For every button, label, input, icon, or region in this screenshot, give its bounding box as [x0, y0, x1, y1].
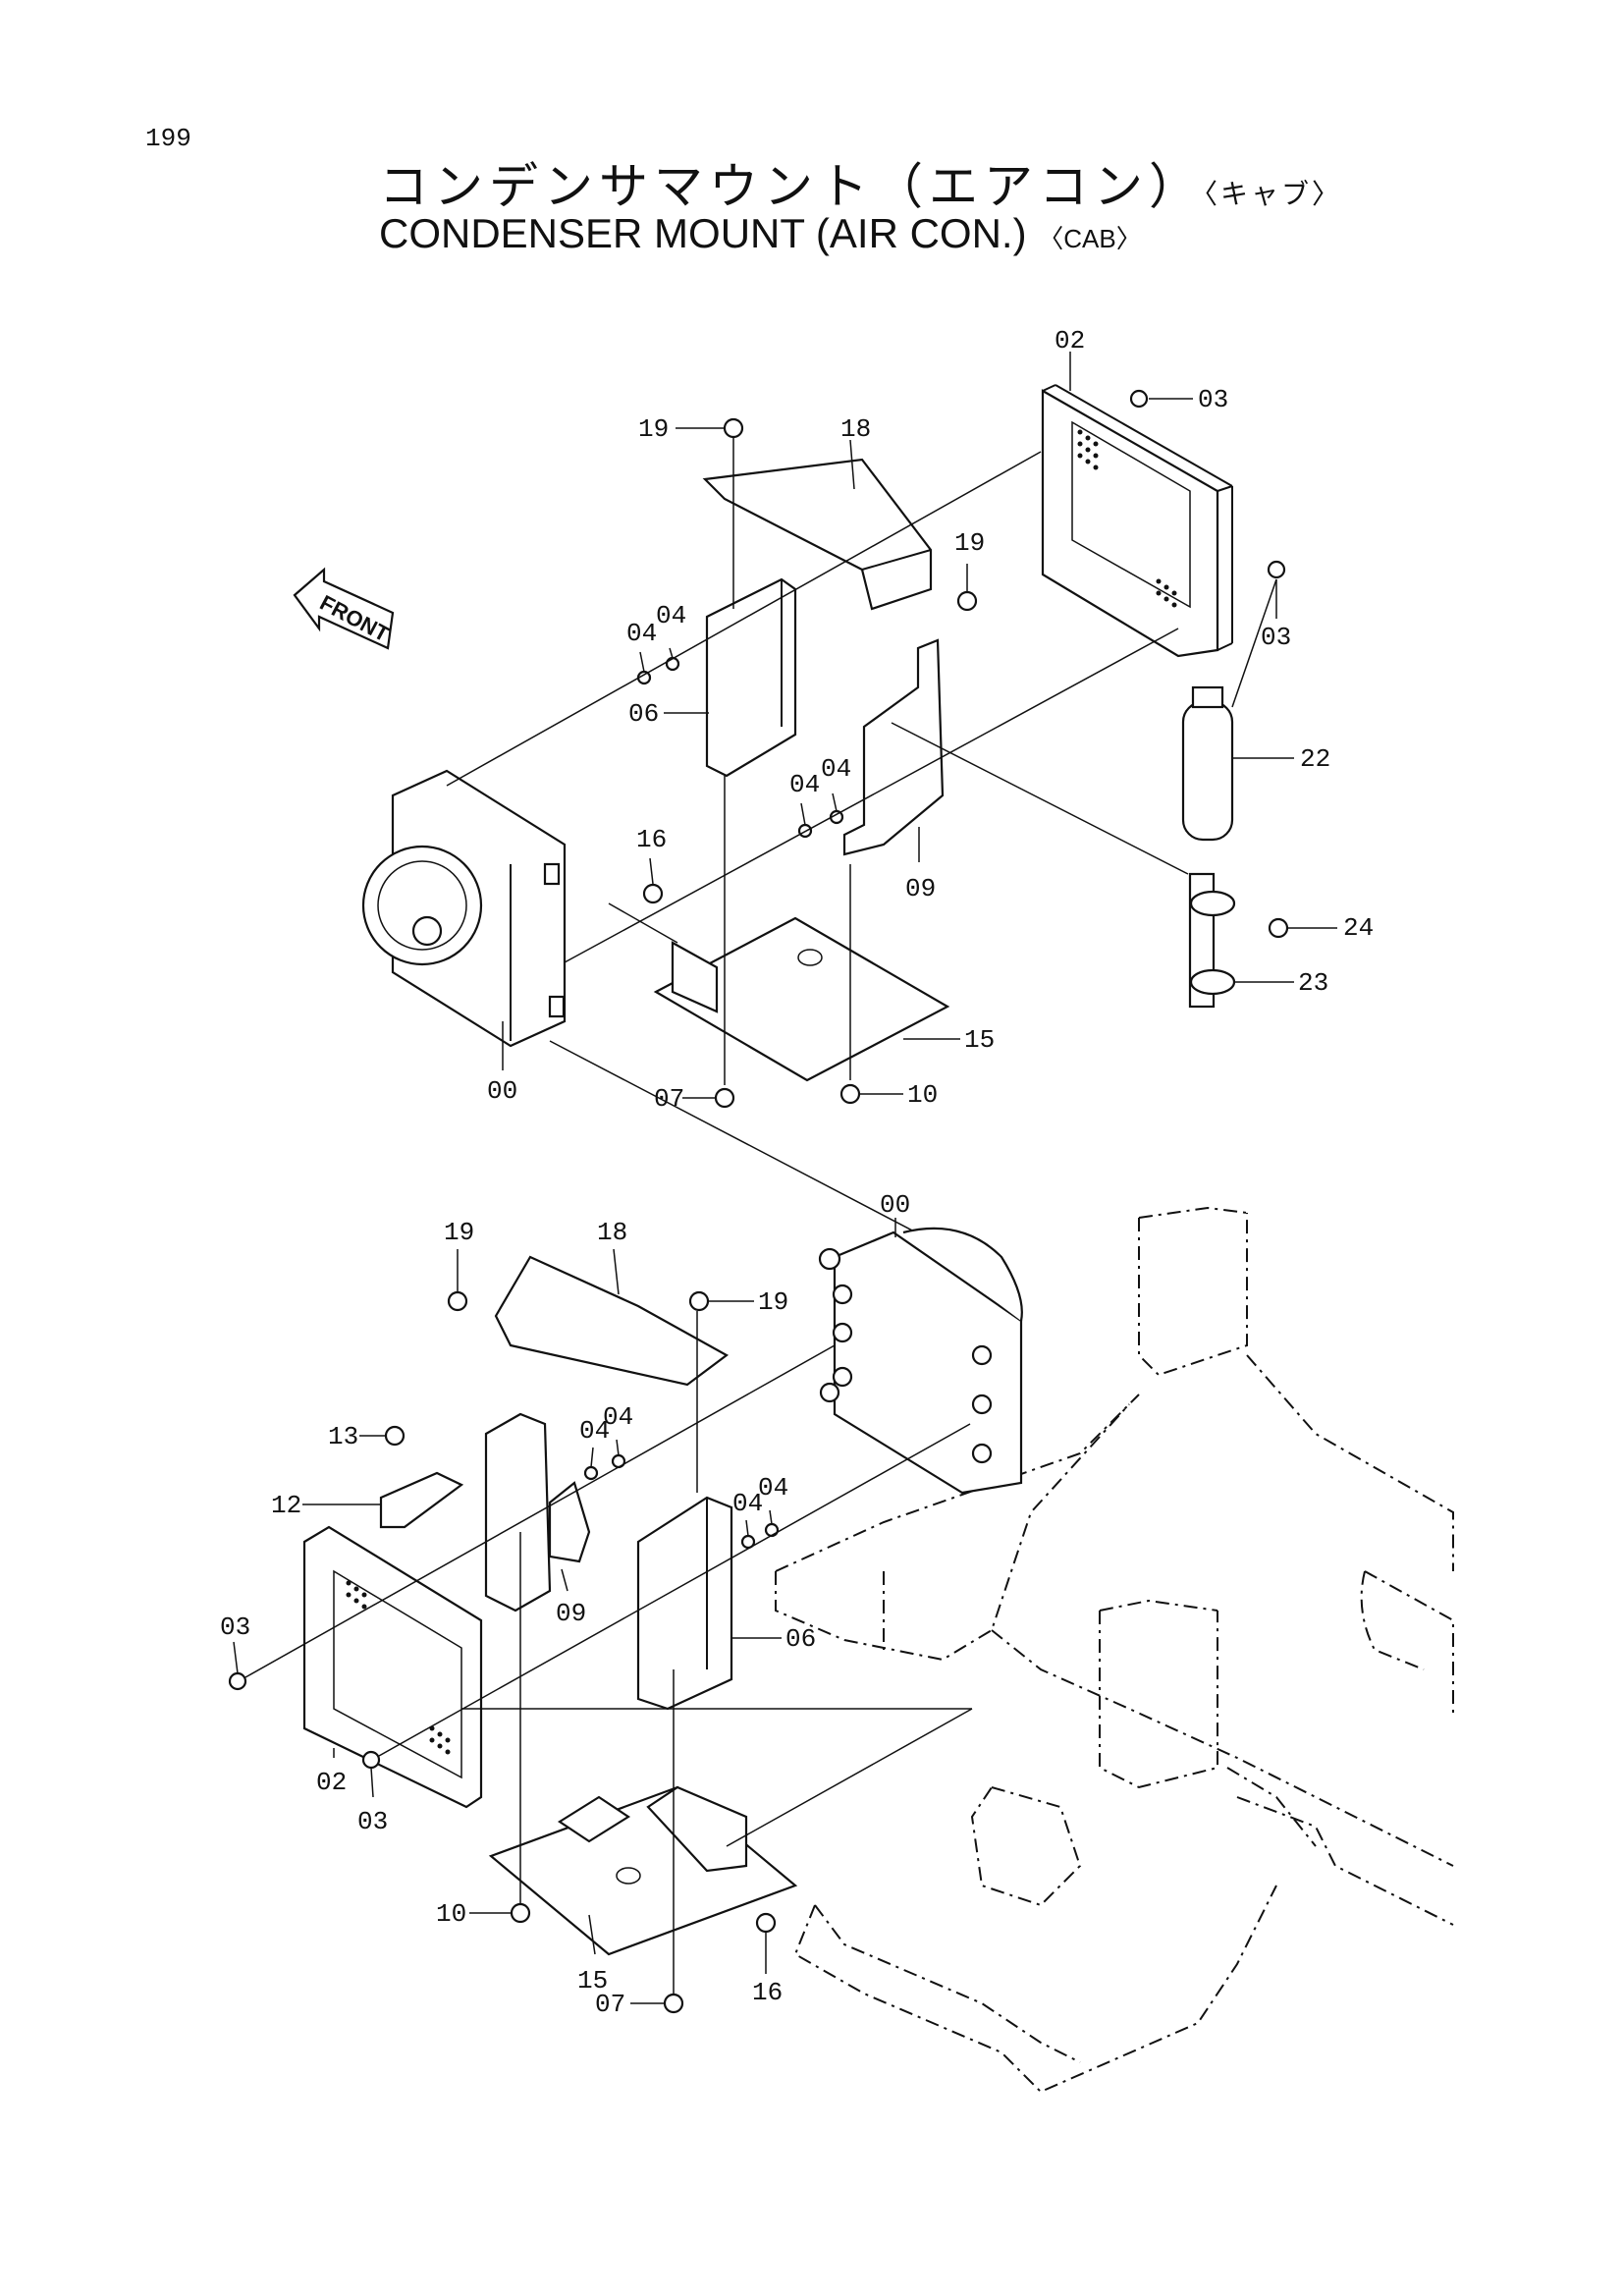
callout-label: 15	[964, 1025, 995, 1055]
washer-icon	[583, 1465, 599, 1481]
callout-label: 19	[638, 414, 669, 444]
bottom-assembly	[228, 1206, 1454, 2094]
callout-label: 04	[821, 754, 851, 784]
callout-label: 04	[758, 1473, 788, 1503]
bolt-icon	[839, 1083, 861, 1105]
top-cover-part	[494, 1255, 730, 1387]
callout-label: 00	[487, 1076, 517, 1106]
page-title-english: CONDENSER MOUNT (AIR CON.) 〈CAB〉	[379, 210, 1142, 257]
clamp-part	[1188, 872, 1236, 1009]
callout-label: 15	[577, 1966, 608, 1995]
nut-icon	[361, 1750, 381, 1770]
callout-label: 19	[954, 528, 985, 558]
title-en-main: CONDENSER MOUNT (AIR CON.)	[379, 210, 1027, 256]
callout-label: 04	[656, 601, 686, 630]
callout-label: 19	[444, 1218, 474, 1247]
callout-label: 10	[907, 1080, 938, 1110]
callout-label: 02	[1055, 326, 1085, 355]
callout-label: 04	[626, 619, 657, 648]
callout-label: 18	[840, 414, 871, 444]
callouts-top: 02 03 19 18 19 03 04 04 06 22 04 04 16 0…	[487, 326, 1374, 1114]
bolt-icon	[510, 1902, 531, 1924]
callout-label: 07	[595, 1990, 625, 2019]
bolt-icon	[714, 1087, 735, 1109]
callout-label: 16	[636, 825, 667, 854]
callout-label: 09	[905, 874, 936, 903]
callout-label: 12	[271, 1491, 301, 1520]
callout-label: 03	[220, 1613, 250, 1642]
bolt-icon	[663, 1993, 684, 2014]
callout-leaders	[233, 352, 1337, 2004]
callout-label: 04	[732, 1489, 763, 1518]
base-plate-part	[488, 1785, 798, 1956]
grille-frame-part	[1041, 384, 1233, 658]
bolt-icon	[723, 417, 744, 439]
condenser-fan-part	[361, 769, 567, 1048]
washer-icon	[764, 1522, 780, 1538]
grille-holes	[1077, 429, 1177, 608]
callout-label: 04	[789, 770, 820, 799]
bracket-part	[484, 1412, 552, 1613]
callouts-bottom: 00 19 18 19 13 04 04 12 04 04 09 03 06 0…	[220, 1190, 910, 2019]
top-assembly	[361, 384, 1289, 1268]
bolt-icon	[755, 1912, 777, 1934]
bolt-icon	[642, 883, 664, 904]
bracket-part	[842, 638, 945, 856]
bolt-icon	[956, 590, 978, 612]
callout-label: 18	[597, 1218, 627, 1247]
callout-label: 03	[1261, 623, 1291, 652]
receiver-drier-part	[1181, 685, 1234, 842]
callout-label: 02	[316, 1768, 347, 1797]
callout-label: 04	[603, 1402, 633, 1432]
bolt-icon	[688, 1290, 710, 1312]
bolt-icon	[447, 1290, 468, 1312]
washer-icon	[665, 656, 680, 672]
page-number: 199	[145, 124, 191, 153]
condenser-part	[818, 1227, 1023, 1495]
title-jp-sub: 〈キャブ〉	[1204, 178, 1343, 210]
callout-label: 06	[785, 1624, 816, 1654]
callout-label: 10	[436, 1899, 466, 1929]
page-title-japanese: コンデンサマウント（エアコン）〈キャブ〉	[379, 147, 1342, 218]
callout-label: 24	[1343, 913, 1374, 943]
grille-holes	[346, 1580, 451, 1755]
callout-label: 19	[758, 1287, 788, 1317]
title-en-sub: 〈CAB〉	[1038, 224, 1142, 253]
callout-label: 13	[328, 1422, 358, 1451]
callout-label: 06	[628, 699, 659, 729]
callout-label: 09	[556, 1599, 586, 1628]
title-jp-main: コンデンサマウント（エアコン）	[379, 158, 1204, 215]
callout-label: 04	[579, 1416, 610, 1446]
plate-part	[379, 1471, 464, 1529]
base-plate-part	[653, 916, 950, 1082]
callout-label: 23	[1298, 968, 1328, 998]
callout-label: 03	[1198, 385, 1228, 414]
grille-frame-part	[302, 1525, 483, 1809]
cab-frame-structure	[775, 1206, 1454, 2094]
callout-label: 00	[880, 1190, 910, 1220]
front-arrow-icon: FRONT	[293, 567, 395, 650]
callout-label: 07	[654, 1084, 684, 1114]
bolt-icon	[384, 1425, 406, 1447]
nut-icon	[228, 1671, 247, 1691]
callout-label: 22	[1300, 744, 1330, 774]
callout-label: 03	[357, 1807, 388, 1836]
nut-icon	[1129, 389, 1149, 409]
bolt-icon	[1268, 917, 1289, 939]
nut-icon	[1267, 560, 1286, 579]
top-cover-part	[702, 458, 933, 611]
callout-label: 16	[752, 1978, 783, 2007]
